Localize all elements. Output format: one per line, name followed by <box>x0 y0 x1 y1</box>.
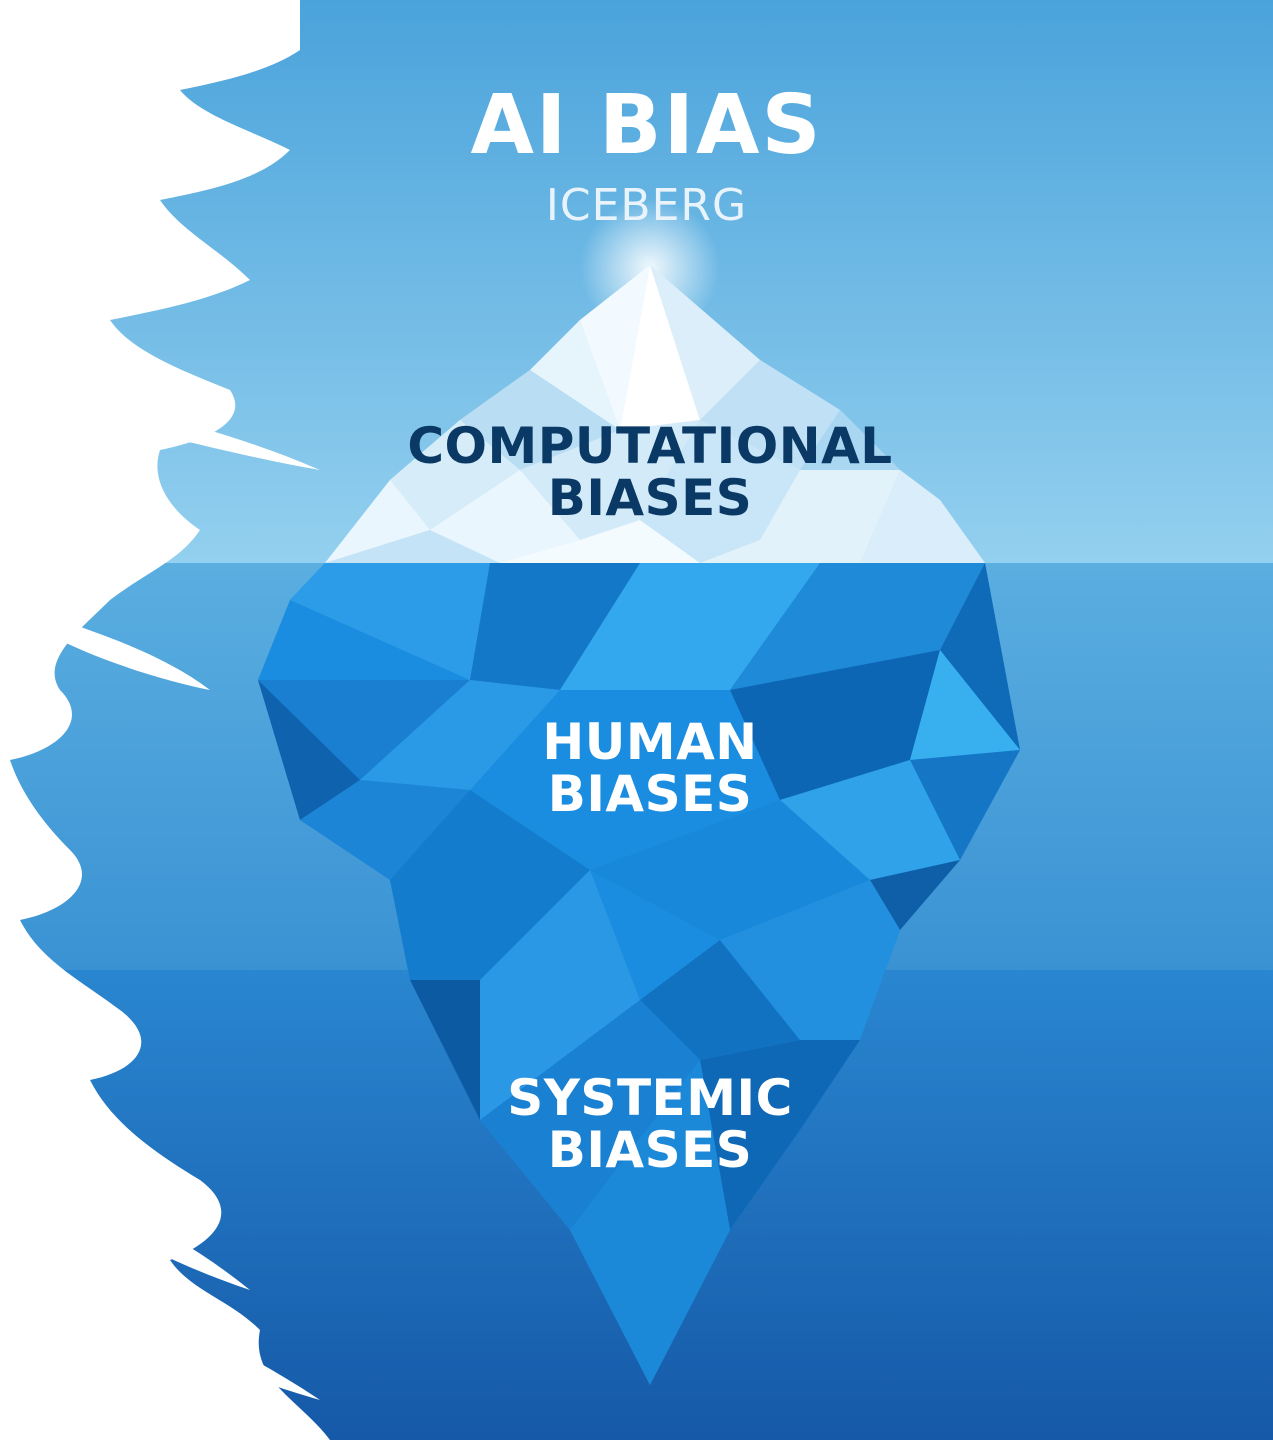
page-subtitle: ICEBERG <box>545 180 748 231</box>
layer-label-computational: COMPUTATIONAL BIASES <box>360 420 940 524</box>
layer-label-line: COMPUTATIONAL <box>407 417 893 475</box>
layer-label-line: BIASES <box>547 1121 753 1179</box>
layer-label-line: HUMAN <box>542 713 758 771</box>
layer-label-systemic: SYSTEMIC BIASES <box>390 1072 910 1176</box>
layer-label-line: BIASES <box>547 765 753 823</box>
layer-label-line: SYSTEMIC <box>507 1069 793 1127</box>
page-title: AI BIAS <box>470 78 823 173</box>
brush-strokes <box>10 100 320 1400</box>
layer-label-line: BIASES <box>547 469 753 527</box>
layer-label-human: HUMAN BIASES <box>390 716 910 820</box>
iceberg-underwater <box>258 563 1020 1385</box>
iceberg-tip <box>325 198 985 563</box>
